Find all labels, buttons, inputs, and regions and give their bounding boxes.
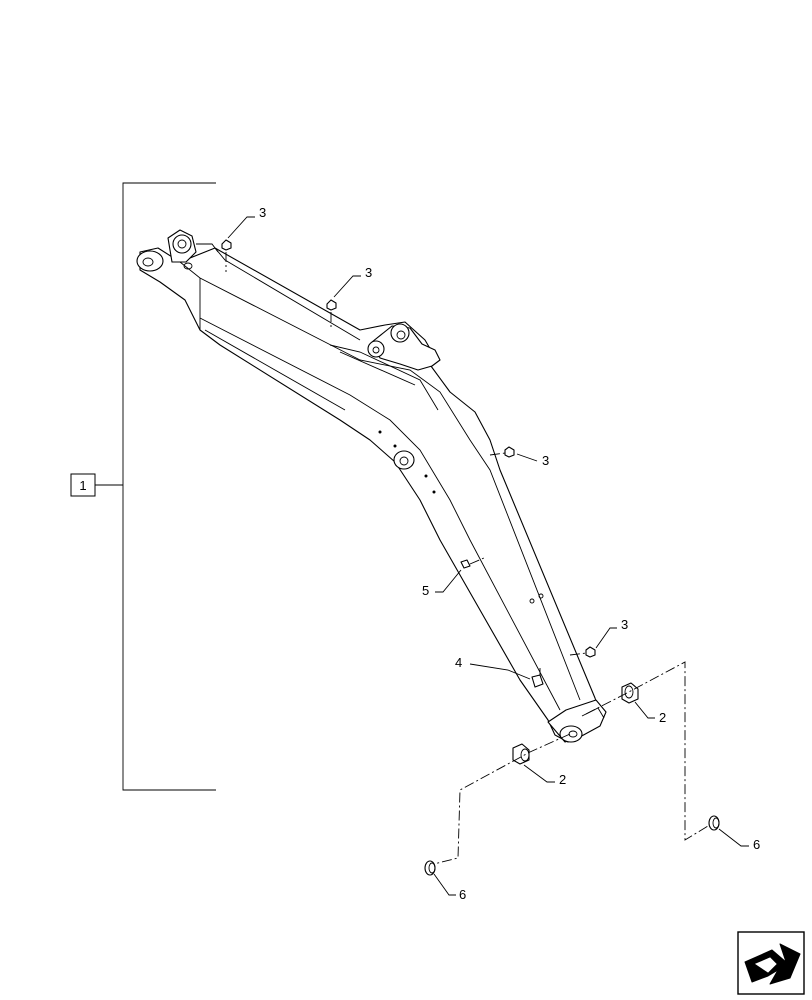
boom-arm [136, 229, 607, 743]
callout-3a[interactable]: 3 [259, 205, 266, 220]
alignment-lines [433, 661, 709, 865]
mid-pivot-boss [393, 450, 415, 470]
callout-3d[interactable]: 3 [621, 617, 628, 632]
callout-2a[interactable]: 2 [559, 772, 566, 787]
boom-body [139, 247, 601, 743]
bushing-2a[interactable] [512, 743, 530, 765]
assembly-callout-box[interactable]: 1 [70, 473, 96, 497]
ring-6b[interactable] [708, 815, 720, 831]
grease-fitting-3d[interactable] [569, 646, 596, 658]
callout-leaders [227, 216, 749, 896]
callout-2b[interactable]: 2 [659, 710, 666, 725]
fitting-part-5[interactable] [460, 557, 485, 569]
ring-6a[interactable] [424, 860, 436, 876]
callout-6b[interactable]: 6 [753, 837, 760, 852]
callout-3b[interactable]: 3 [365, 265, 372, 280]
rear-lug [136, 250, 164, 272]
assembly-bracket [95, 182, 216, 791]
nose-lug [559, 725, 583, 743]
grease-fitting-3c[interactable] [489, 446, 515, 458]
callout-3c[interactable]: 3 [542, 453, 549, 468]
callout-6a[interactable]: 6 [459, 887, 466, 902]
grease-fitting-3b[interactable] [326, 299, 337, 330]
next-page-arrow-icon[interactable] [737, 931, 805, 995]
cylinder-mount-lower [367, 340, 385, 358]
bushing-2b[interactable] [621, 682, 639, 704]
grease-fitting-3a[interactable] [221, 239, 232, 272]
callout-5[interactable]: 5 [422, 583, 429, 598]
callout-4[interactable]: 4 [455, 655, 462, 670]
rear-upper-lug [172, 234, 192, 254]
plug-part-4[interactable] [531, 668, 544, 688]
assembly-callout-label: 1 [79, 478, 86, 493]
